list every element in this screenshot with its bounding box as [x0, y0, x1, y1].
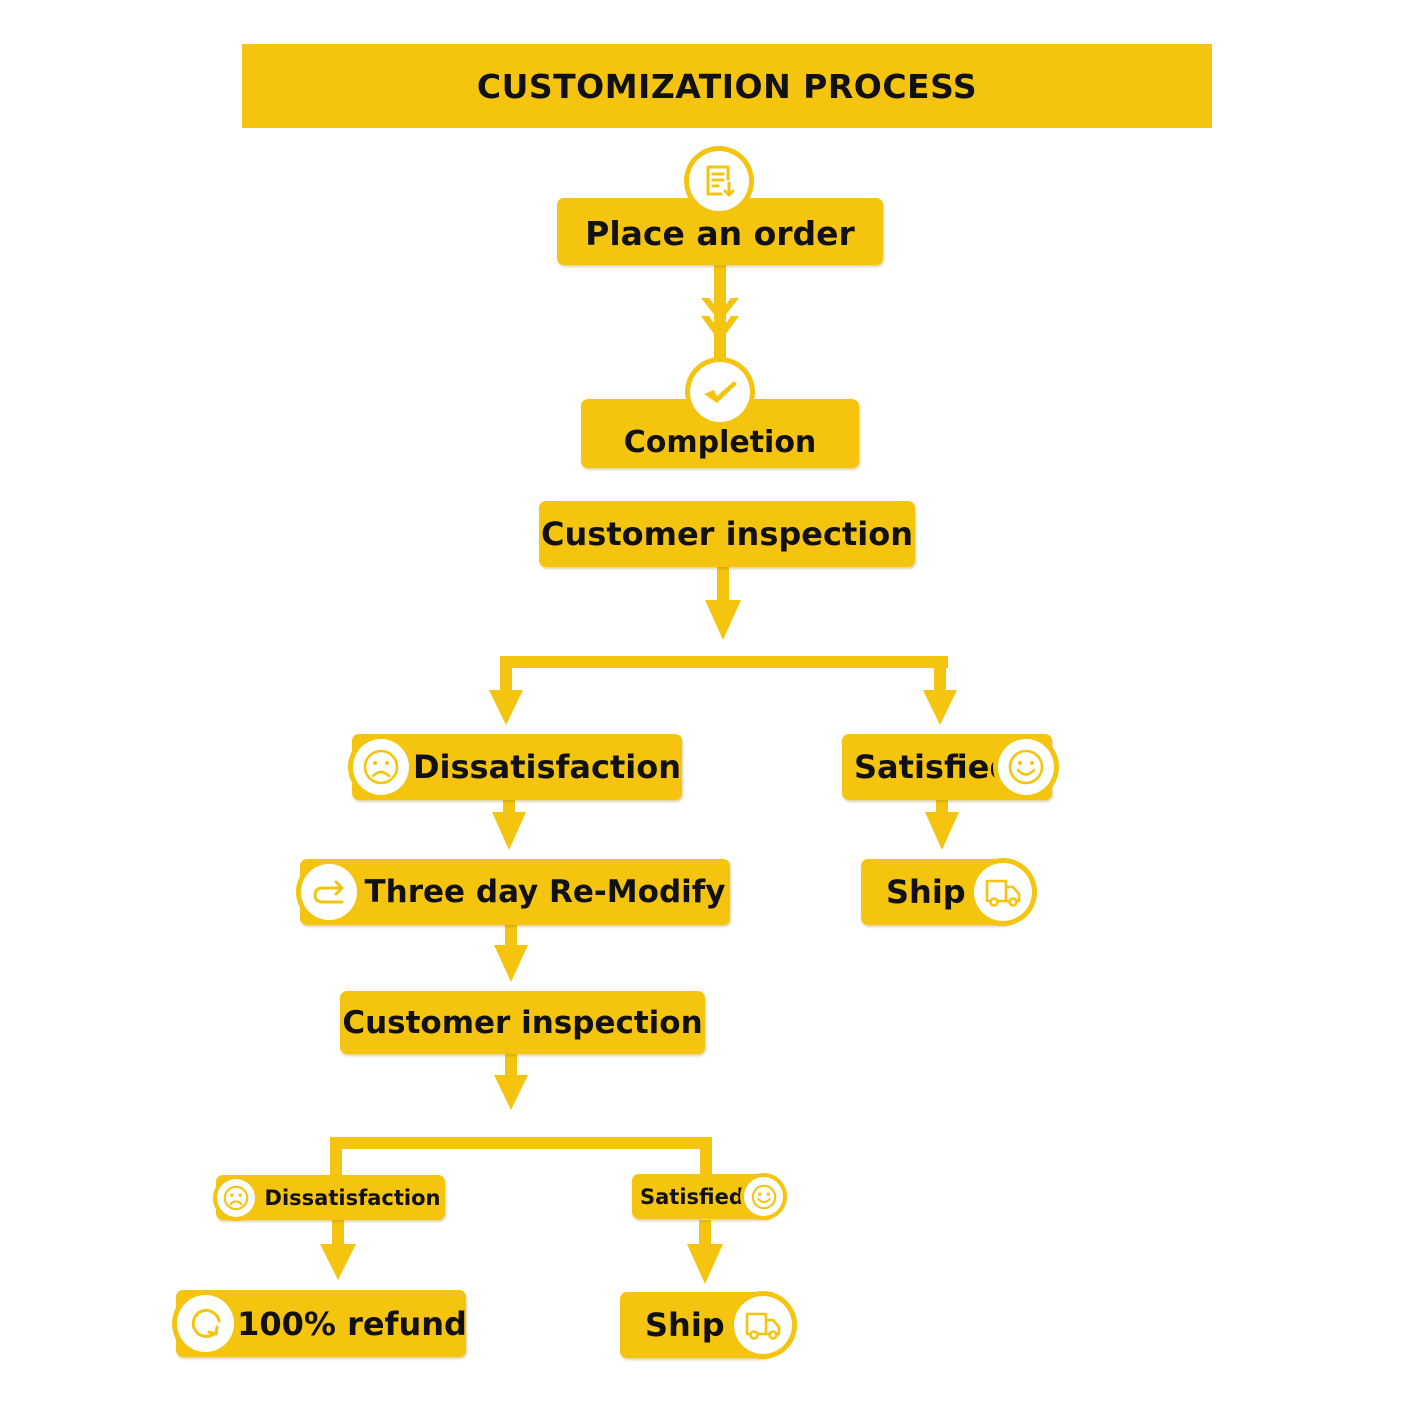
arrow-head	[494, 945, 528, 982]
arrow-head	[687, 1244, 723, 1284]
sad-face-icon	[213, 1175, 259, 1221]
delivery-truck-icon	[729, 1291, 797, 1359]
arrow-head	[320, 1244, 356, 1280]
step-label: Dissatisfaction	[264, 1185, 441, 1210]
sad-face-icon	[348, 734, 414, 800]
arrow-head	[925, 812, 959, 850]
smile-face-icon	[740, 1173, 787, 1220]
step-label: Three day Re-Modify	[364, 874, 726, 910]
step-label: Satisfied	[854, 748, 1013, 786]
step-label: Customer inspection	[342, 1004, 703, 1041]
step-label: Ship	[886, 873, 966, 911]
connector-line	[500, 656, 948, 668]
connector-line	[330, 1137, 342, 1175]
arrow-head	[705, 600, 741, 640]
arrow-head	[492, 812, 526, 850]
step-three-day-remodify: Three day Re-Modify	[300, 859, 730, 925]
page-title: CUSTOMIZATION PROCESS	[242, 44, 1212, 128]
step-label: Satisfied	[640, 1184, 744, 1209]
step-customer-inspection-1: Customer inspection	[539, 501, 915, 567]
step-dissatisfaction-1: Dissatisfaction	[352, 734, 682, 800]
connector-line	[332, 1220, 344, 1250]
step-label: Ship	[645, 1306, 725, 1344]
delivery-truck-icon	[969, 858, 1037, 926]
arrow-head	[701, 298, 739, 322]
step-label: Dissatisfaction	[412, 748, 682, 786]
step-label: Completion	[623, 425, 817, 460]
connector-line	[700, 1137, 712, 1175]
redo-arrow-icon	[296, 859, 362, 925]
smile-face-icon	[993, 734, 1059, 800]
checkmark-icon	[685, 357, 755, 427]
step-refund: 100% refund	[176, 1290, 467, 1357]
refresh-icon	[172, 1290, 239, 1357]
arrow-head	[701, 316, 739, 342]
document-download-icon	[684, 146, 754, 216]
arrow-head	[494, 1075, 528, 1110]
connector-line	[330, 1137, 712, 1149]
arrow-head	[489, 690, 523, 725]
step-label: Customer inspection	[541, 515, 913, 553]
arrow-head	[923, 690, 957, 725]
connector-line	[699, 1220, 711, 1250]
step-customer-inspection-2: Customer inspection	[340, 991, 705, 1054]
step-label: Place an order	[585, 214, 855, 253]
step-label: 100% refund	[237, 1304, 467, 1343]
